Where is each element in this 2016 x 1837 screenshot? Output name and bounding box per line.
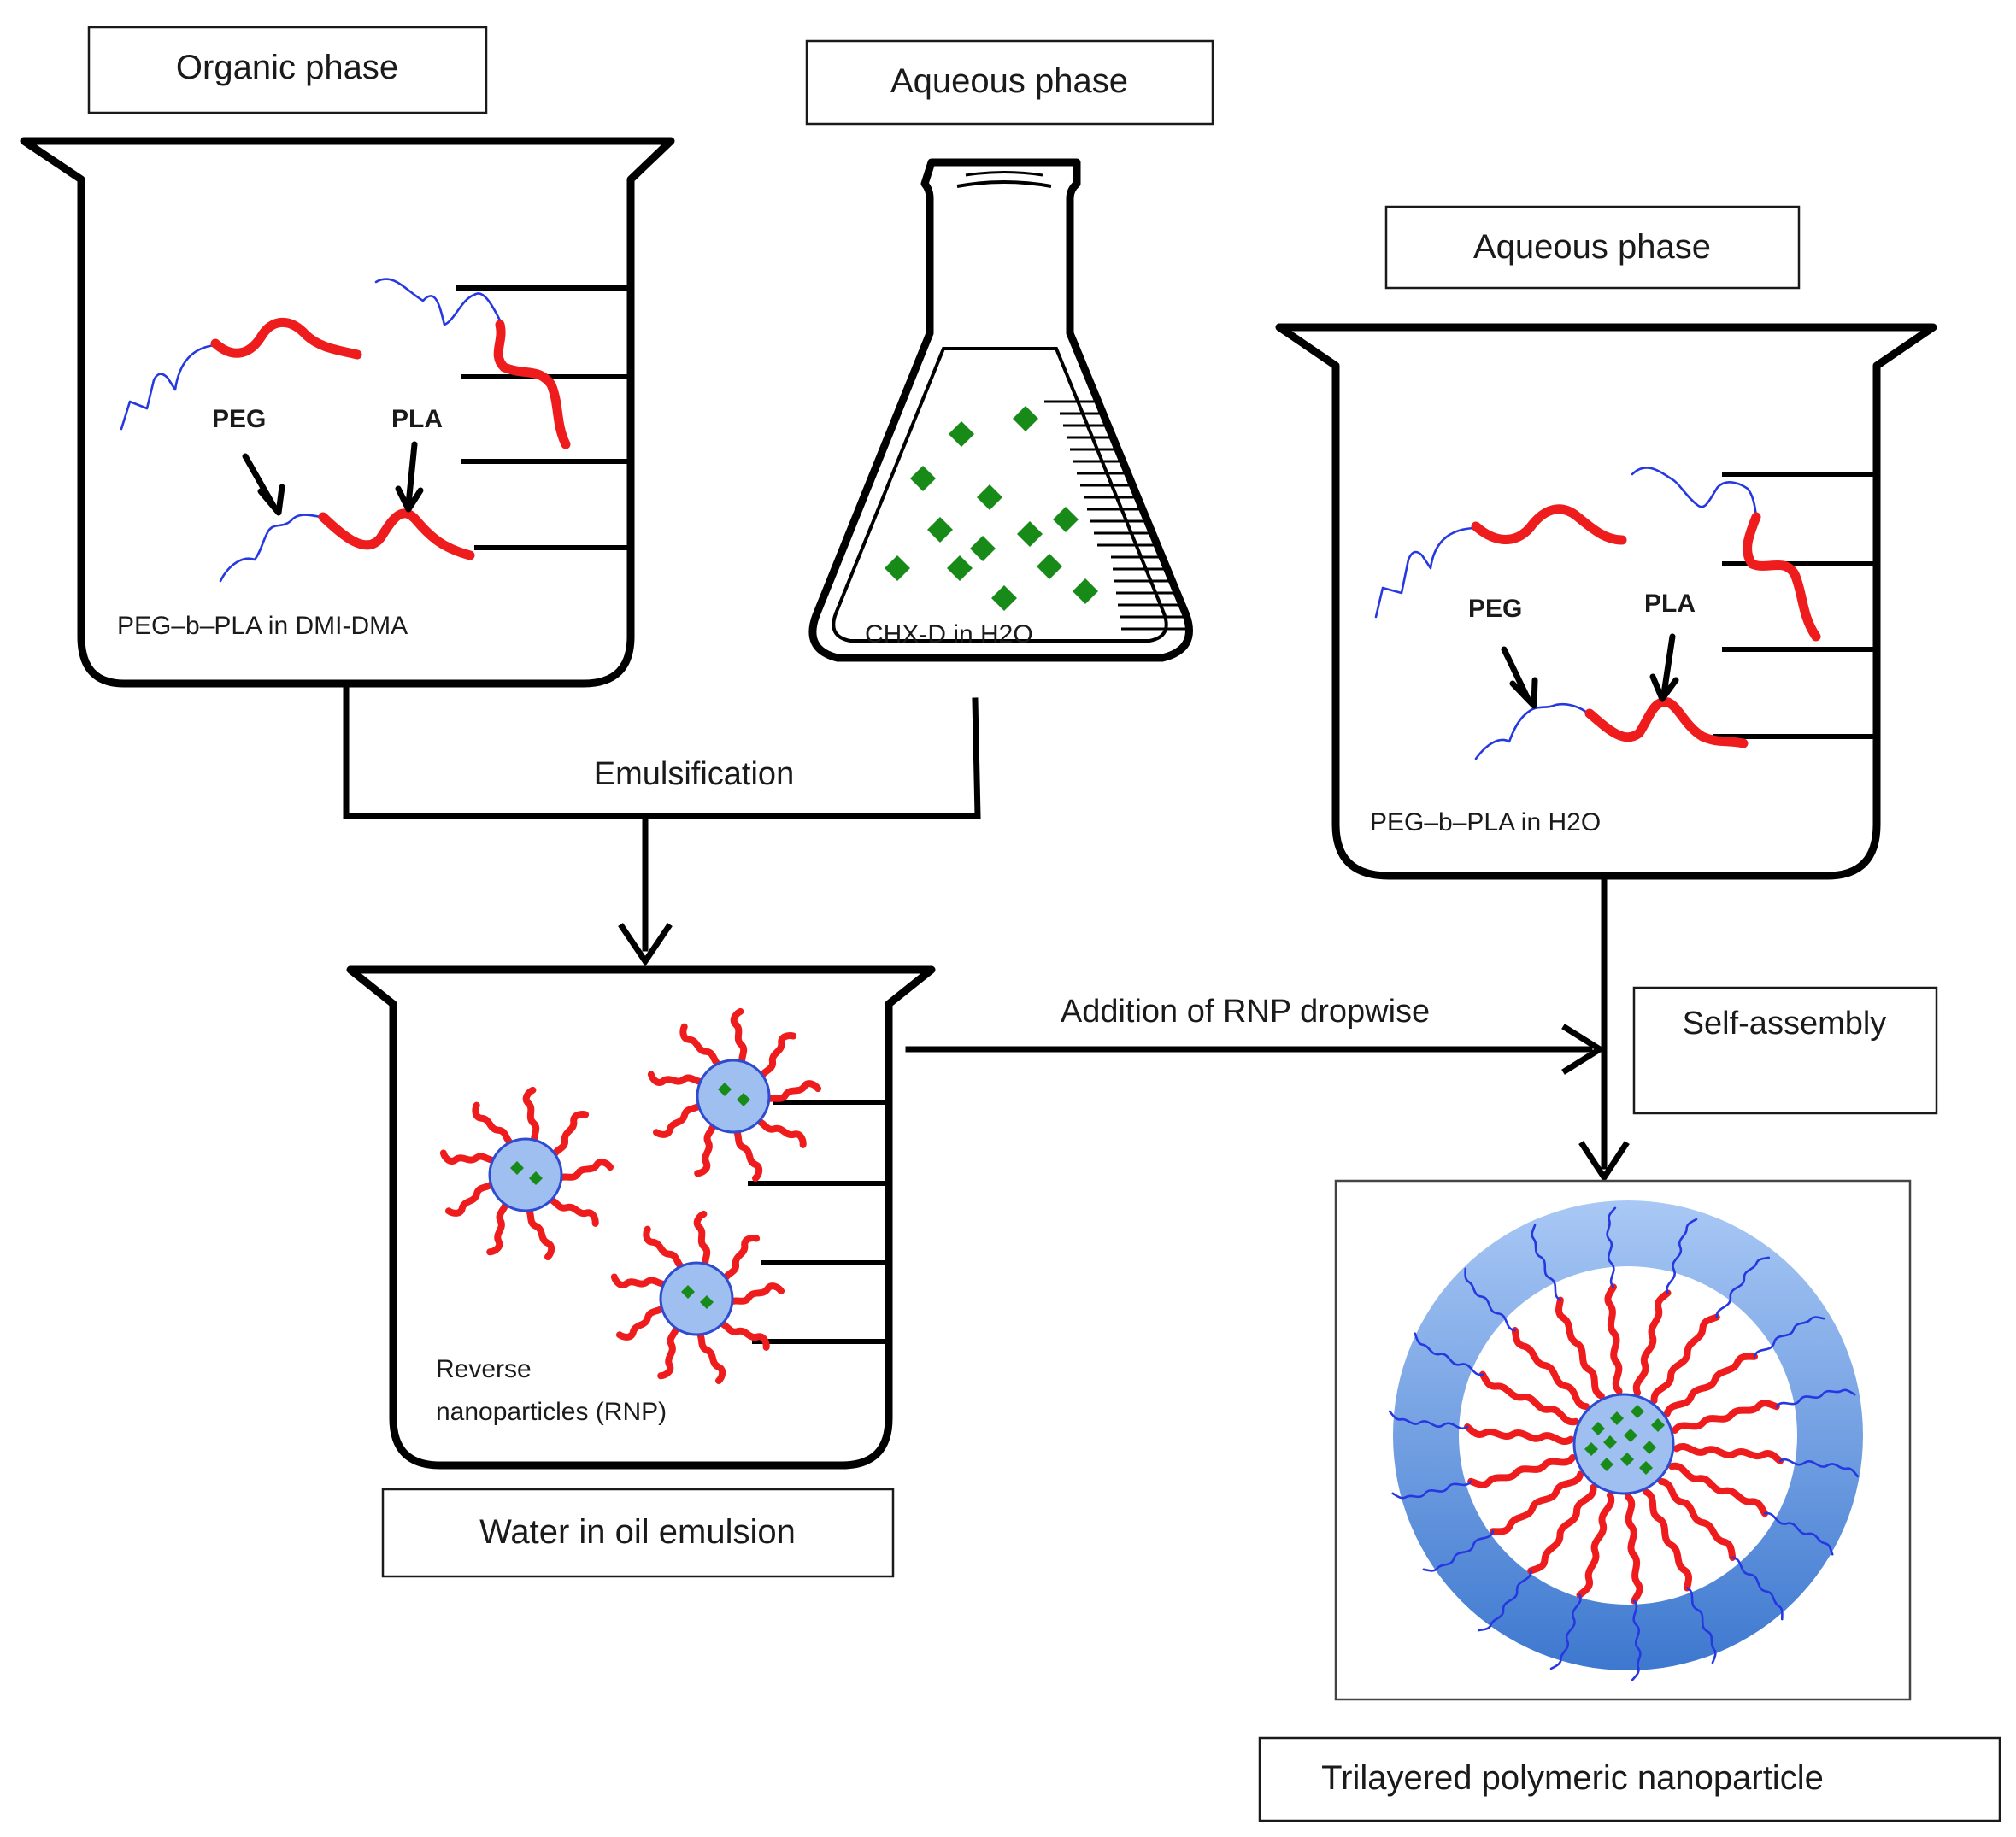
beaker-aqueous: PEG PLA PEG–b–PLA in H2O xyxy=(1275,323,1937,880)
nanoparticle-arm xyxy=(1549,1491,1615,1670)
rnp-core xyxy=(659,1261,734,1336)
nanoparticle-arm xyxy=(1657,1477,1784,1621)
reverse-nanoparticle xyxy=(610,1210,785,1384)
rnp-core xyxy=(696,1059,771,1134)
nanoparticle-arm xyxy=(1422,1470,1584,1572)
label-aqueous-phase-beaker: Aqueous phase xyxy=(1384,205,1801,290)
rnp-pla-arm xyxy=(552,1159,614,1184)
nanoparticle-arm xyxy=(1391,1454,1577,1500)
emulsion-caption-line2: nanoparticles (RNP) xyxy=(436,1398,667,1426)
nanoparticle-arm xyxy=(1477,1483,1597,1632)
emulsion-caption-line1: Reverse xyxy=(436,1355,532,1383)
flow-connectors xyxy=(343,684,1630,1183)
organic-caption: PEG–b–PLA in DMI-DMA xyxy=(117,612,408,640)
trilayered-nanoparticle-panel xyxy=(1334,1179,1912,1701)
label-aqueous-phase-flask: Aqueous phase xyxy=(805,39,1214,126)
rnp-pla-arm xyxy=(615,1300,670,1341)
nanoparticle-drug-core xyxy=(1572,1393,1675,1495)
rnp-pla-arm xyxy=(647,1071,710,1086)
rnp-pla-arm xyxy=(720,1235,761,1287)
svg-text:Addition of RNP dropwise: Addition of RNP dropwise xyxy=(1061,994,1430,1030)
reverse-nanoparticle xyxy=(439,1086,614,1260)
flask-aqueous: CHX-D in H2O xyxy=(808,158,1193,662)
rnp-pla-arm xyxy=(693,1326,726,1384)
aqueous-pla-label: PLA xyxy=(1644,590,1696,618)
nanoparticle-arm xyxy=(1531,1224,1605,1400)
nanoparticle-arm xyxy=(1668,1462,1834,1556)
svg-text:Water in oil emulsion: Water in oil emulsion xyxy=(479,1513,796,1551)
rnp-pla-arm xyxy=(486,1194,510,1256)
nanoparticle-polymer-arms xyxy=(1388,1206,1860,1681)
rnp-pla-arm xyxy=(694,1116,718,1177)
aqueous-caption: PEG–b–PLA in H2O xyxy=(1370,808,1601,836)
rnp-pla-arm xyxy=(522,1086,540,1150)
aqueous-peg-label: PEG xyxy=(1468,595,1522,623)
rnp-pla-arm xyxy=(439,1149,503,1165)
label-trilayered: Trilayered polymeric nanoparticle xyxy=(1258,1736,2001,1822)
svg-text:Trilayered polymeric nanopart: Trilayered polymeric nanoparticle xyxy=(1321,1759,1824,1797)
rnp-pla-arm xyxy=(522,1202,555,1260)
nanoparticle-arm xyxy=(1414,1332,1579,1426)
nanoparticle-arm xyxy=(1672,1443,1860,1478)
reverse-nanoparticle xyxy=(647,1007,822,1182)
rnp-pla-arm xyxy=(730,1007,748,1071)
rnp-pla-arm xyxy=(657,1318,681,1380)
rnp-pla-arm xyxy=(756,1032,797,1084)
rnp-pla-arm xyxy=(472,1101,519,1150)
rnp-pla-arm xyxy=(749,1116,807,1148)
rnp-pla-arm xyxy=(730,1124,763,1182)
nanoparticle-arm xyxy=(1671,1388,1856,1434)
rnp-pla-arm xyxy=(723,1282,785,1308)
label-organic-phase: Organic phase xyxy=(87,26,488,114)
rnp-core xyxy=(488,1137,563,1212)
nanoparticle-arm xyxy=(1643,1488,1717,1664)
svg-text:Emulsification: Emulsification xyxy=(594,756,794,792)
nanoparticle-arm xyxy=(1632,1218,1698,1397)
rnp-pla-arm xyxy=(610,1273,673,1288)
nanoparticle-arm xyxy=(1388,1410,1575,1445)
svg-text:Organic phase: Organic phase xyxy=(176,49,398,86)
nanoparticle-arm xyxy=(1625,1493,1643,1681)
svg-text:Aqueous phase: Aqueous phase xyxy=(890,62,1128,100)
nanoparticle-arm xyxy=(1650,1256,1771,1405)
rnp-pla-arm xyxy=(679,1023,726,1071)
organic-peg-label: PEG xyxy=(212,405,266,433)
nanoparticle-arm xyxy=(1464,1267,1590,1411)
rnp-pla-arm xyxy=(693,1210,711,1274)
rnp-pla-arm xyxy=(444,1177,499,1217)
rnp-pla-arm xyxy=(760,1080,822,1106)
rnp-pla-arm xyxy=(549,1111,590,1163)
rnp-pla-arm xyxy=(643,1225,690,1274)
nanoparticle-arm xyxy=(1604,1206,1623,1395)
beaker-organic: PEG PLA PEG–b–PLA in DMI-DMA xyxy=(20,137,675,688)
label-addition-rnp: Addition of RNP dropwise xyxy=(1061,994,1430,1030)
beaker-emulsion: Reverse nanoparticles (RNP) xyxy=(346,965,936,1470)
label-water-in-oil: Water in oil emulsion xyxy=(381,1488,895,1578)
organic-pla-label: PLA xyxy=(391,405,443,433)
rnp-pla-arm xyxy=(542,1194,599,1227)
nanoparticle-arm xyxy=(1663,1316,1825,1417)
flask-caption: CHX-D in H2O xyxy=(865,620,1033,649)
label-self-assembly: Self-assembly xyxy=(1632,986,1938,1115)
svg-text:Self-assembly: Self-assembly xyxy=(1683,1006,1887,1042)
rnp-pla-arm xyxy=(713,1318,770,1351)
svg-text:Aqueous phase: Aqueous phase xyxy=(1473,228,1711,266)
label-emulsification: Emulsification xyxy=(594,756,794,792)
rnp-pla-arm xyxy=(652,1098,707,1138)
